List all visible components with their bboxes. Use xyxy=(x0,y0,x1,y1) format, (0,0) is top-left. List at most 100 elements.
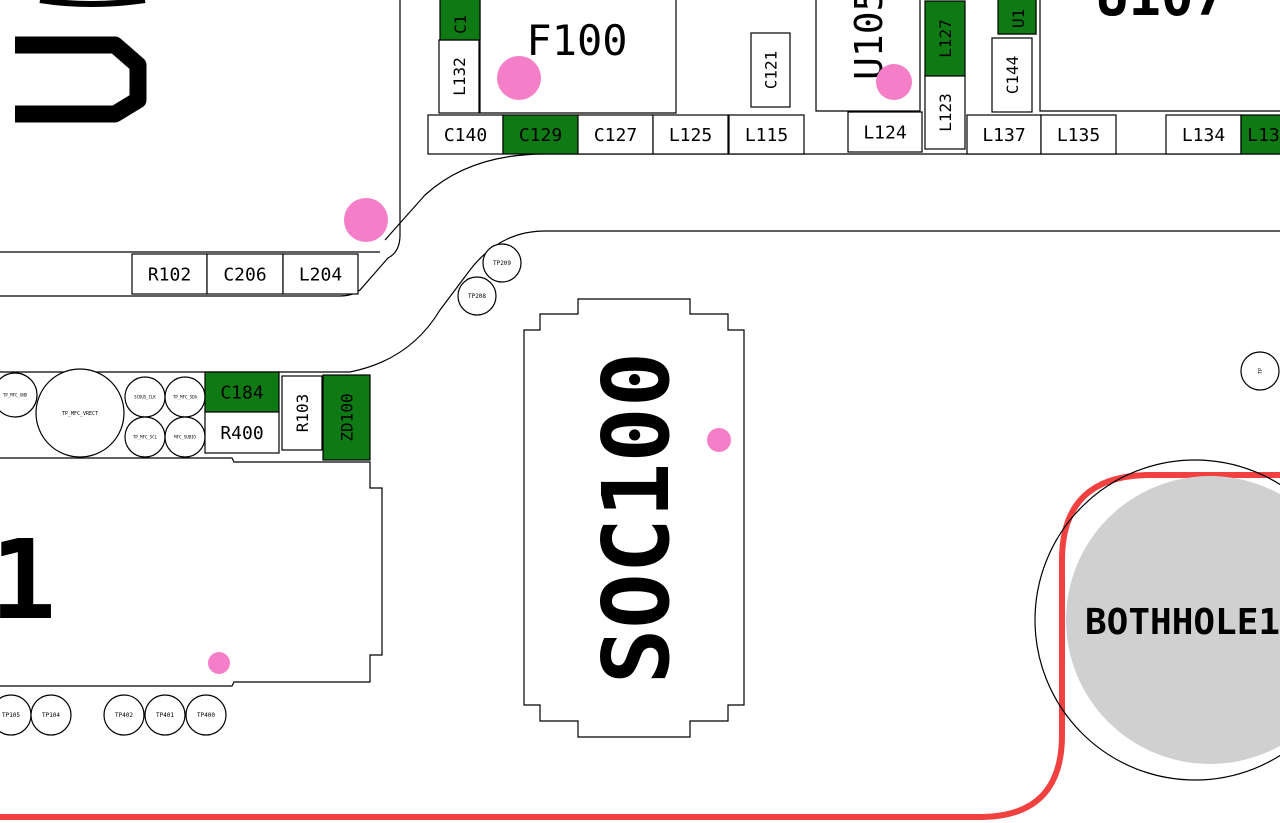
component-c1[interactable]: C1 xyxy=(439,0,481,41)
component-body xyxy=(847,111,923,153)
component-body xyxy=(728,114,805,155)
silkscreen-bracket-mark xyxy=(15,36,147,123)
testpoint-label: TP401 xyxy=(156,712,174,719)
component-zd100[interactable]: ZD100 xyxy=(322,374,371,461)
component-body xyxy=(991,37,1033,113)
component-l127[interactable]: L127 xyxy=(924,0,966,77)
testpoint-label: TP_MFC_SDA xyxy=(173,394,198,399)
soc100-label: SOC100 xyxy=(583,352,690,684)
component-label: L115 xyxy=(745,125,788,146)
component-l124[interactable]: L124 xyxy=(847,111,923,153)
testpoint-tp401[interactable]: TP401 xyxy=(144,694,186,736)
testpoint-label: TP400 xyxy=(197,712,215,719)
testpoint-label: TP_MFC_GND xyxy=(3,392,28,397)
component-label: C184 xyxy=(220,382,263,403)
testpoint-pad xyxy=(164,416,206,458)
component-l132[interactable]: L132 xyxy=(438,39,480,114)
component-c144[interactable]: C144 xyxy=(991,37,1033,113)
component-label: C1 xyxy=(451,15,470,34)
testpoint-label: TP xyxy=(1258,368,1264,374)
bothhole-outer-ring xyxy=(1034,459,1280,781)
bothhole-mount: BOTHHOLE1 xyxy=(1034,459,1280,781)
component-label: L137 xyxy=(982,125,1025,146)
testpoint-tp_mfc_vrect[interactable]: TP_MFC_VRECT xyxy=(35,368,125,458)
component-label: R400 xyxy=(220,423,263,444)
soc100-chip[interactable]: SOC100 xyxy=(523,298,745,738)
testpoint-tp400[interactable]: TP400 xyxy=(185,694,227,736)
testpoint-label: TP104 xyxy=(42,712,60,719)
testpoint-label: MFC_SUBIO xyxy=(174,434,196,439)
component-c140[interactable]: C140 xyxy=(427,114,504,155)
testpoint-tp_sub_d[interactable]: MFC_SUBIO xyxy=(164,416,206,458)
component-body xyxy=(204,411,280,454)
component-label: L134 xyxy=(1182,125,1225,146)
component-body xyxy=(282,253,359,295)
testpoint-tp_sub_b[interactable]: TP_MFC_SDA xyxy=(164,376,206,418)
component-r103[interactable]: R103 xyxy=(281,375,323,451)
f100-label: F100 xyxy=(526,16,627,65)
testpoint-label: TP_MFC_VRECT xyxy=(62,411,98,417)
probe-markers xyxy=(208,56,912,674)
component-label: C144 xyxy=(1003,56,1022,95)
component-label: L135 xyxy=(1057,125,1100,146)
component-l137[interactable]: L137 xyxy=(966,114,1042,155)
component-l204[interactable]: L204 xyxy=(282,253,359,295)
testpoint-pad xyxy=(35,368,125,458)
probe-marker[interactable] xyxy=(707,428,731,452)
component-body xyxy=(427,114,504,155)
component-label: L204 xyxy=(299,264,342,285)
component-r102[interactable]: R102 xyxy=(131,253,208,295)
component-l125[interactable]: L125 xyxy=(652,114,729,155)
testpoint-label: SCOUS_CLK xyxy=(134,394,156,399)
component-l134[interactable]: L134 xyxy=(1165,114,1242,155)
probe-marker[interactable] xyxy=(208,652,230,674)
component-l13x[interactable]: L13 xyxy=(1240,114,1280,155)
component-c129[interactable]: C129 xyxy=(502,114,579,155)
component-l115[interactable]: L115 xyxy=(728,114,805,155)
component-body xyxy=(439,0,481,41)
probe-marker[interactable] xyxy=(497,56,541,100)
component-l135[interactable]: L135 xyxy=(1040,114,1117,155)
testpoint-tp105[interactable]: TP105 xyxy=(0,694,32,736)
component-u1[interactable]: U1 xyxy=(997,0,1037,35)
component-r400[interactable]: R400 xyxy=(204,411,280,454)
component-body xyxy=(652,114,729,155)
component-label: L125 xyxy=(669,125,712,146)
component-label: L124 xyxy=(863,122,906,143)
testpoint-tp_sub_c[interactable]: TP_MFC_SCL xyxy=(124,416,166,458)
testpoint-pad xyxy=(144,694,186,736)
testpoint-tp208[interactable]: TP208 xyxy=(457,276,497,316)
testpoint-tp209[interactable]: TP209 xyxy=(482,243,522,283)
component-c206[interactable]: C206 xyxy=(206,253,284,295)
testpoint-label: TP209 xyxy=(493,260,511,267)
testpoint-tp_sub_a[interactable]: SCOUS_CLK xyxy=(124,376,166,418)
component-c184[interactable]: C184 xyxy=(204,371,280,413)
component-body xyxy=(1165,114,1242,155)
u105-label: U105 xyxy=(847,0,891,80)
component-label: C127 xyxy=(594,125,637,146)
big-digit-label: 1 xyxy=(0,516,56,644)
testpoint-tp104[interactable]: TP104 xyxy=(30,694,72,736)
component-label: L123 xyxy=(936,93,955,132)
red-trace xyxy=(0,472,1280,820)
testpoint-tp402[interactable]: TP402 xyxy=(103,694,145,736)
probe-marker[interactable] xyxy=(344,198,388,242)
component-c127[interactable]: C127 xyxy=(577,114,654,155)
component-label: C140 xyxy=(444,125,487,146)
component-body xyxy=(322,374,371,461)
component-label: L132 xyxy=(450,57,469,96)
component-body xyxy=(577,114,654,155)
testpoint-pad xyxy=(30,694,72,736)
testpoint-tp_right[interactable]: TP xyxy=(1240,351,1280,391)
component-l123[interactable]: L123 xyxy=(924,75,966,150)
component-body xyxy=(966,114,1042,155)
component-body xyxy=(438,39,480,114)
component-label: R102 xyxy=(148,264,191,285)
component-label: L13 xyxy=(1247,125,1280,146)
u107-label: U107 xyxy=(1096,0,1226,28)
testpoint-tp_left_partial[interactable]: TP_MFC_GND xyxy=(0,372,38,418)
probe-marker[interactable] xyxy=(876,64,912,100)
component-c121[interactable]: C121 xyxy=(750,32,791,108)
testpoint-label: TP_MFC_SCL xyxy=(133,434,158,439)
